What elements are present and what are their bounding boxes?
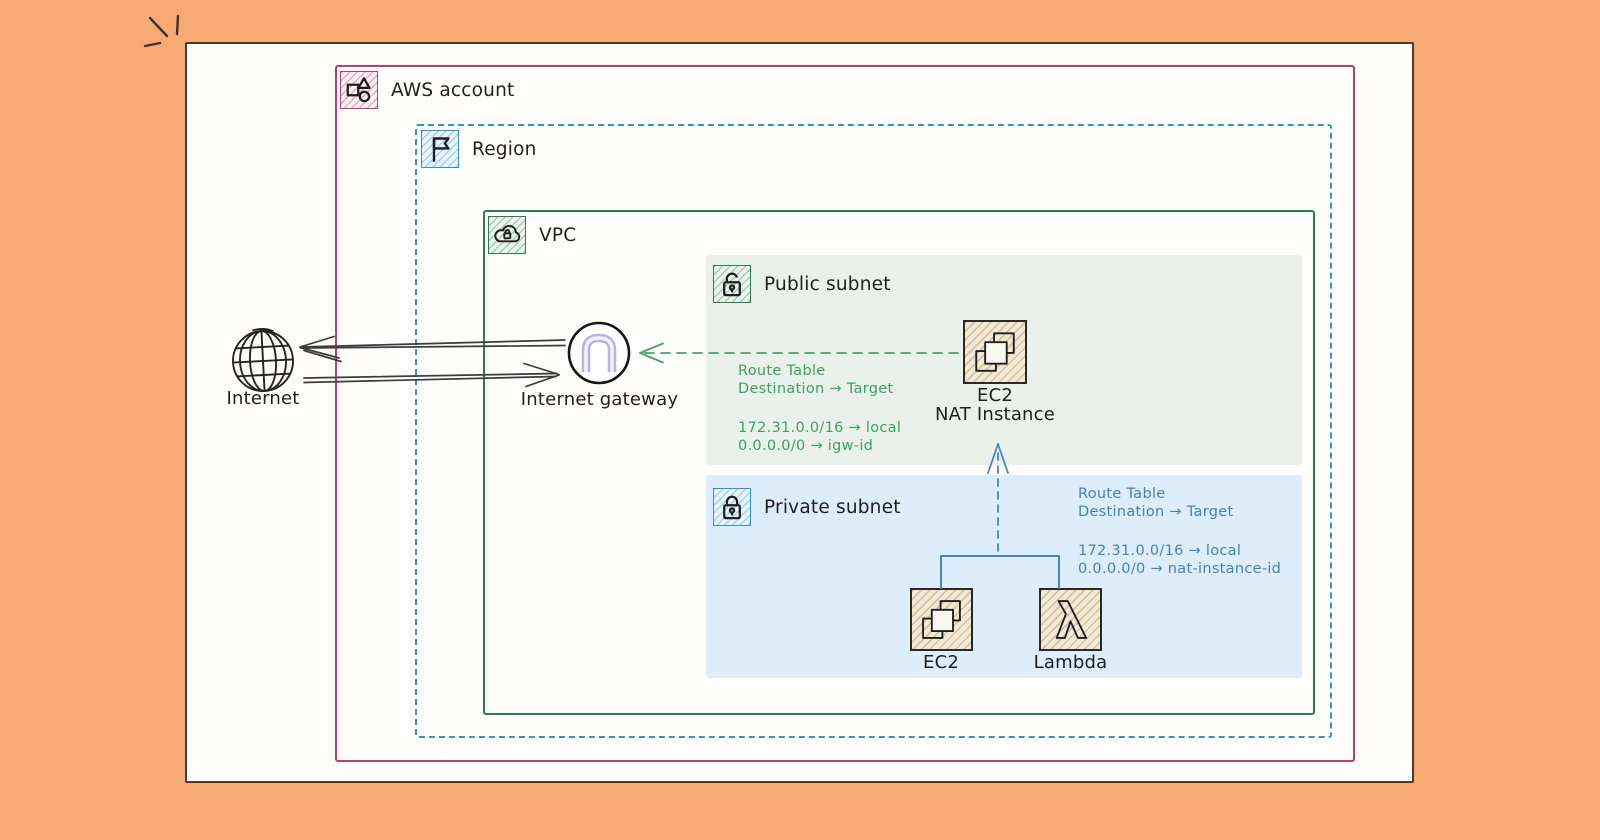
aws-account-box: [335, 65, 1355, 762]
route-table-row: 0.0.0.0/0 → igw-id: [738, 437, 874, 454]
internet-gateway-label: Internet gateway: [520, 389, 679, 410]
nat-instance-icon: [963, 320, 1027, 384]
internet-globe-icon: [232, 327, 294, 392]
route-table-title: Route Table: [1078, 486, 1166, 502]
vpc-box: [483, 210, 1315, 715]
region-flag-icon: [421, 130, 459, 168]
public-subnet-header: Public subnet: [713, 265, 891, 303]
nat-instance-label-ec2: EC2: [977, 385, 1013, 406]
aws-account-header: AWS account: [340, 71, 514, 109]
private-subnet-label: Private subnet: [764, 496, 901, 518]
ec2-label: EC2: [923, 652, 959, 673]
internet-label: Internet: [226, 388, 300, 409]
private-subnet-header: Private subnet: [713, 488, 901, 526]
vpc-header: VPC: [488, 216, 576, 254]
region-label: Region: [472, 138, 537, 160]
public-subnet-label: Public subnet: [764, 273, 891, 295]
nat-instance-label: NAT Instance: [934, 404, 1056, 425]
aws-account-icon: [340, 71, 378, 109]
route-table-row: 172.31.0.0/16 → local: [738, 420, 902, 436]
region-box: [415, 124, 1332, 738]
internet-gateway-icon: [567, 321, 631, 385]
public-subnet-lock-icon: [713, 265, 751, 303]
route-table-row: 172.31.0.0/16 → local: [1078, 543, 1242, 559]
lambda-icon: [1039, 588, 1102, 651]
route-table-header: Destination → Target: [1078, 503, 1234, 520]
region-header: Region: [421, 130, 537, 168]
vpc-cloud-icon: [488, 216, 526, 254]
route-table-private: Route Table Destination → Target 172.31.…: [1078, 486, 1281, 578]
ec2-icon: [910, 588, 973, 651]
route-table-title: Route Table: [738, 363, 826, 379]
sketch-mark-icon: [143, 14, 180, 48]
vpc-label: VPC: [539, 224, 577, 246]
lambda-label: Lambda: [1033, 652, 1108, 673]
aws-account-label: AWS account: [391, 79, 515, 101]
route-table-public: Route Table Destination → Target 172.31.…: [738, 363, 901, 455]
route-table-header: Destination → Target: [738, 380, 894, 397]
route-table-row: 0.0.0.0/0 → nat-instance-id: [1078, 560, 1282, 577]
private-subnet-lock-icon: [713, 488, 751, 526]
